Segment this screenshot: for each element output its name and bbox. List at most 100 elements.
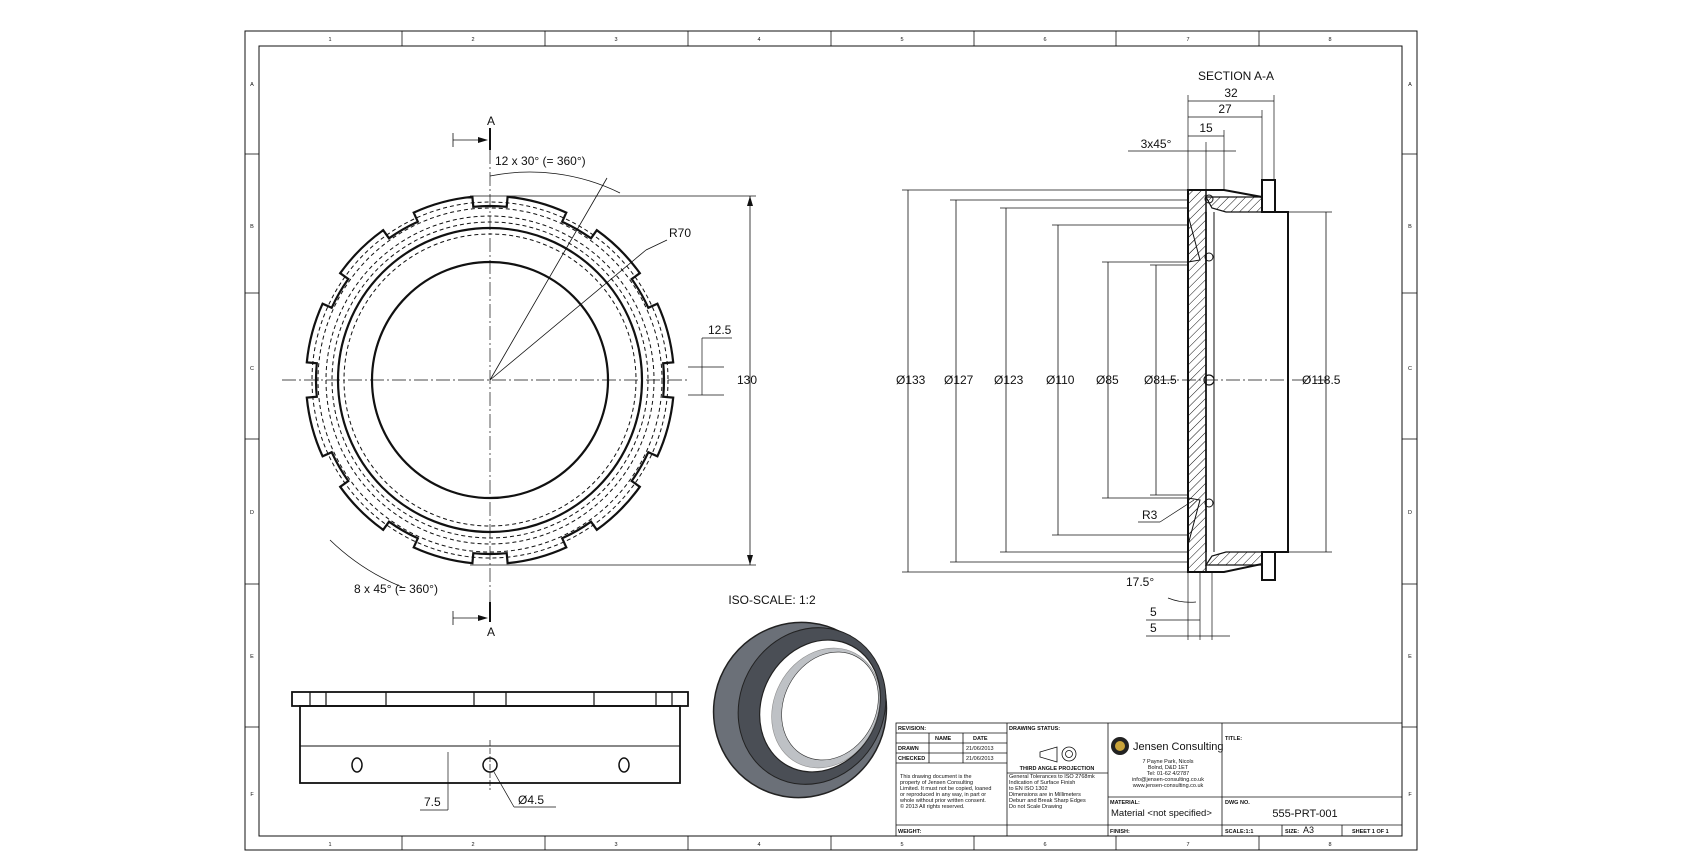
depth-dimension-27: 27 <box>1218 102 1232 116</box>
angle-arc-bottom <box>329 539 403 588</box>
dwg-no-value: 555-PRT-001 <box>1272 808 1337 820</box>
row-letter-left: A <box>250 82 254 88</box>
iso-ring-opening <box>781 651 879 761</box>
iso-view: ISO-SCALE: 1:2 <box>712 593 888 799</box>
col-number-bottom: 6 <box>1043 842 1046 848</box>
side-offset-dimension: 7.5 <box>424 795 441 809</box>
checked-date: 21/06/2013 <box>966 756 994 762</box>
svg-text:© 2013 All rights reserved.: © 2013 All rights reserved. <box>900 803 965 810</box>
diameter-85: Ø85 <box>1096 373 1119 387</box>
sheet-border: 1 2 3 4 5 6 7 8 1 2 3 4 5 6 7 8 A B C D … <box>244 30 1418 851</box>
notch-width-dimension: 12.5 <box>708 323 732 337</box>
col-number-bottom: 4 <box>757 842 760 848</box>
svg-text:property of Jensen Consulting: property of Jensen Consulting <box>900 780 973 786</box>
col-number-top: 8 <box>1328 37 1331 43</box>
radius-leader-line <box>489 249 647 381</box>
col-number-top: 2 <box>471 37 474 43</box>
radius-dimension: R70 <box>669 226 691 240</box>
col-number-bottom: 2 <box>471 842 474 848</box>
offset-dimension-5b: 5 <box>1150 621 1157 635</box>
iso-scale-label: ISO-SCALE: 1:2 <box>728 593 816 607</box>
row-letter-right: B <box>1408 224 1412 230</box>
diameter-133: Ø133 <box>896 373 926 387</box>
svg-text:to EN ISO 1302: to EN ISO 1302 <box>1009 786 1048 792</box>
svg-text:Do not Scale Drawing: Do not Scale Drawing <box>1009 804 1062 810</box>
angle-arc-top <box>489 171 621 194</box>
projection-symbol-icon <box>1039 746 1077 763</box>
col-number-bottom: 5 <box>900 842 903 848</box>
svg-text:General Tolerances to ISO 2768: General Tolerances to ISO 2768mk <box>1009 774 1095 780</box>
drawn-date: 21/06/2013 <box>966 746 994 752</box>
section-arrow-bottom <box>452 602 491 625</box>
notice-text: This drawing document is the property of… <box>899 774 991 810</box>
row-letter-left: C <box>250 366 254 372</box>
svg-text:or reproduced in any way, in p: or reproduced in any way, in part or <box>900 792 986 798</box>
company-address: 7 Payne Park, Nicols Bolnd, D&D 1ET Tel:… <box>1132 759 1205 789</box>
side-view: 7.5 Ø4.5 <box>291 691 689 811</box>
angle-dimension-top: 12 x 30° (= 360°) <box>495 154 586 168</box>
svg-text:info@jensen-consulting.co.uk: info@jensen-consulting.co.uk <box>1132 777 1204 783</box>
depth-dimension-15: 15 <box>1199 121 1213 135</box>
col-number-top: 3 <box>614 37 617 43</box>
section-marker-label-bottom: A <box>487 625 495 639</box>
col-number-top: 7 <box>1186 37 1189 43</box>
drawn-label: DRAWN <box>898 746 919 752</box>
title-block: REVISION: NAME DATE DRAWN 21/06/2013 CHE… <box>895 722 1403 837</box>
overall-height-dimension: 130 <box>737 373 757 387</box>
row-letter-left: D <box>250 510 254 516</box>
inner-border <box>258 45 1403 837</box>
row-letter-right: A <box>1408 82 1412 88</box>
company-logo-icon <box>1111 737 1129 755</box>
chamfer-dimension: 3x45° <box>1141 137 1172 151</box>
row-letter-right: D <box>1408 510 1412 516</box>
name-header: NAME <box>935 736 952 742</box>
checked-label: CHECKED <box>898 756 925 762</box>
revision-label: REVISION: <box>898 726 926 732</box>
svg-text:Dimensions are in Millimeters: Dimensions are in Millimeters <box>1009 792 1081 798</box>
col-number-bottom: 1 <box>328 842 331 848</box>
finish-label: FINISH: <box>1110 829 1130 835</box>
row-letter-left: F <box>250 792 254 798</box>
section-title: SECTION A-A <box>1198 69 1274 83</box>
offset-dimension-5a: 5 <box>1150 605 1157 619</box>
diameter-127: Ø127 <box>944 373 974 387</box>
col-number-bottom: 8 <box>1328 842 1331 848</box>
depth-dimension-32: 32 <box>1224 86 1238 100</box>
company-name: Jensen Consulting <box>1133 741 1224 753</box>
svg-text:Limited. It must not be copied: Limited. It must not be copied, loaned <box>900 786 991 792</box>
side-hole <box>351 757 363 773</box>
dwg-no-label: DWG NO. <box>1225 800 1250 806</box>
section-marker-label-top: A <box>487 114 495 128</box>
section-arrow-top <box>452 128 491 150</box>
row-letter-left: B <box>250 224 254 230</box>
col-number-top: 6 <box>1043 37 1046 43</box>
angle-17-5: 17.5° <box>1126 575 1154 589</box>
sheet-label: SHEET 1 OF 1 <box>1352 829 1389 835</box>
side-flange <box>291 691 689 707</box>
row-letter-right: F <box>1408 792 1412 798</box>
ring-outer-slotted-outline <box>305 195 675 565</box>
row-letter-left: E <box>250 654 254 660</box>
weight-label: WEIGHT: <box>898 829 921 835</box>
diameter-110: Ø110 <box>1046 373 1075 387</box>
svg-text:This drawing document is the: This drawing document is the <box>900 774 972 780</box>
row-letter-right: E <box>1408 654 1412 660</box>
front-view: A A 12 x 30° (= 360°) R70 12.5 130 8 x 4… <box>282 114 757 639</box>
projection-label: THIRD ANGLE PROJECTION <box>1020 766 1095 772</box>
material-label: MATERIAL: <box>1110 800 1140 806</box>
svg-text:7 Payne Park, Nicols: 7 Payne Park, Nicols <box>1142 759 1193 765</box>
radius-r3: R3 <box>1142 508 1158 522</box>
diameter-118-5: Ø118.5 <box>1302 373 1341 387</box>
svg-text:Deburr and Break Sharp Edges: Deburr and Break Sharp Edges <box>1009 798 1086 804</box>
svg-text:Indication of Surface Finish: Indication of Surface Finish <box>1009 780 1075 786</box>
diameter-123: Ø123 <box>994 373 1024 387</box>
svg-text:www.jensen-consulting.co.uk: www.jensen-consulting.co.uk <box>1132 783 1204 789</box>
row-letter-right: C <box>1408 366 1412 372</box>
drawing-status-label: DRAWING STATUS: <box>1009 726 1060 732</box>
section-view: SECTION A-A <box>896 69 1341 640</box>
side-hole-diameter: Ø4.5 <box>518 793 544 807</box>
angle-leader-line <box>489 177 608 381</box>
size-label: SIZE: <box>1285 829 1299 835</box>
